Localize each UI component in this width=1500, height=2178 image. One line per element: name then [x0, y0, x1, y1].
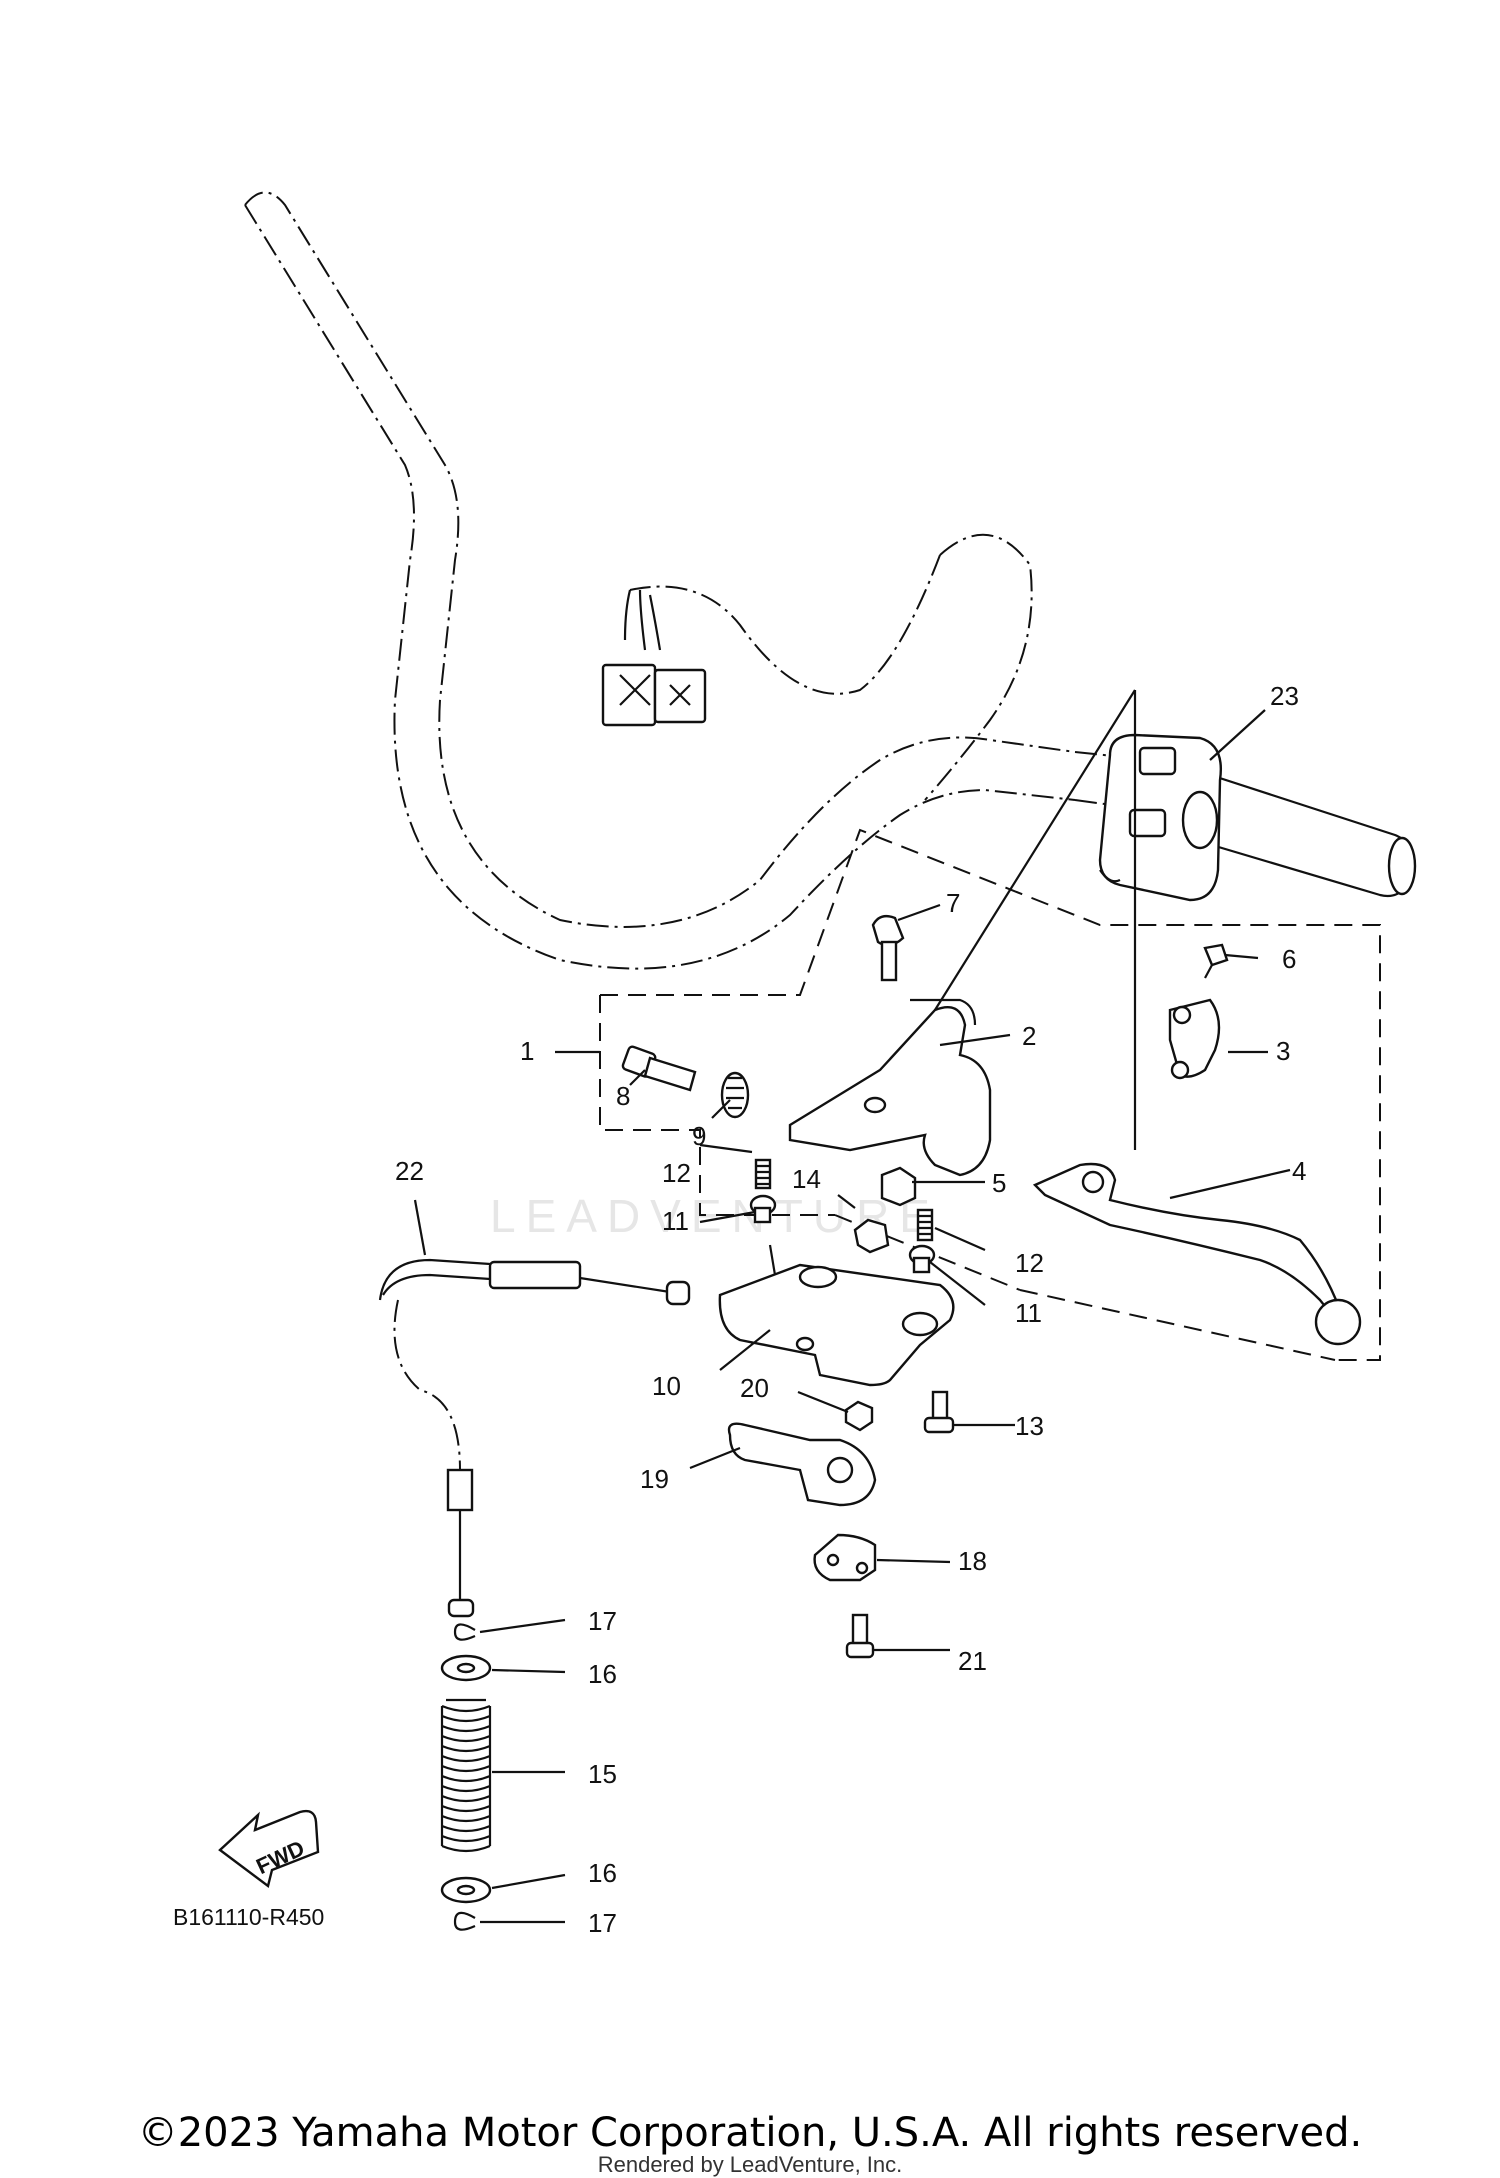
callout-16-lower: 16 — [588, 1858, 617, 1888]
assembly-guides — [599, 689, 1381, 1361]
part-10-holder-body — [718, 1263, 955, 1387]
callout-8: 8 — [616, 1081, 630, 1111]
callout-7: 7 — [946, 888, 960, 918]
part-23-switch-housing — [1098, 733, 1222, 902]
part-11-washer-upper — [749, 1194, 777, 1224]
part-20-nut — [844, 1400, 874, 1432]
callout-1: 1 — [520, 1036, 534, 1066]
callout-10: 10 — [652, 1371, 681, 1401]
part-14-plug — [853, 1218, 890, 1254]
callout-12-lower: 12 — [1015, 1248, 1044, 1278]
callout-23: 23 — [1270, 681, 1299, 711]
part-13-bolt — [923, 1390, 955, 1434]
part-15-spring — [440, 1698, 492, 1853]
part-9-adjuster-knob — [720, 1071, 750, 1119]
handlebar-grip — [1194, 768, 1417, 898]
callout-20: 20 — [740, 1373, 769, 1403]
part-11-washer-lower — [908, 1244, 936, 1274]
callout-21: 21 — [958, 1646, 987, 1676]
callout-4: 4 — [1292, 1156, 1306, 1186]
callout-2: 2 — [1022, 1021, 1036, 1051]
callout-17-lower: 17 — [588, 1908, 617, 1938]
part-16-washer-upper — [440, 1654, 492, 1682]
part-16-washer-lower — [440, 1876, 492, 1904]
part-17-circlip-lower — [453, 1911, 476, 1931]
part-7-pivot-bolt — [871, 914, 905, 982]
rendered-by-notice: Rendered by LeadVenture, Inc. — [597, 2152, 903, 2177]
callout-22: 22 — [395, 1156, 424, 1186]
part-12-spring-upper — [754, 1158, 772, 1190]
diagram-code: B161110-R450 — [173, 1904, 324, 1930]
copyright-notice: ©2023 Yamaha Motor Corporation, U.S.A. A… — [137, 2110, 1363, 2156]
callout-19: 19 — [640, 1464, 669, 1494]
callout-3: 3 — [1276, 1036, 1290, 1066]
part-17-circlip-upper — [453, 1623, 476, 1641]
fwd-arrow-icon: FWD — [218, 1809, 320, 1889]
callout-6: 6 — [1282, 944, 1296, 974]
callout-5: 5 — [992, 1168, 1006, 1198]
callout-11-upper: 11 — [662, 1206, 689, 1236]
callout-17-upper: 17 — [588, 1606, 617, 1636]
callout-14: 14 — [792, 1164, 821, 1194]
part-21-screw — [845, 1613, 875, 1659]
part-6-bolt — [1203, 943, 1229, 979]
callout-9: 9 — [692, 1121, 706, 1151]
callout-11-lower: 11 — [1015, 1298, 1042, 1328]
handlebar-outline — [244, 191, 1201, 970]
part-19-release-arm — [727, 1422, 877, 1507]
callout-16-upper: 16 — [588, 1659, 617, 1689]
part-2-lever-holder — [788, 998, 992, 1177]
part-3-clamp — [1168, 998, 1221, 1080]
callout-15: 15 — [588, 1759, 617, 1789]
callout-13: 13 — [1015, 1411, 1044, 1441]
callout-labels: 1 2 3 4 5 6 7 8 9 10 11 11 12 12 13 14 1… — [395, 681, 1306, 1938]
part-22-cable — [378, 1258, 691, 1618]
part-18-plate — [813, 1533, 877, 1582]
part-5-nut — [880, 1166, 917, 1207]
leader-lines — [413, 709, 1291, 1924]
callout-18: 18 — [958, 1546, 987, 1576]
part-12-spring-lower — [916, 1208, 934, 1242]
part-8-adjuster-bolt — [621, 1045, 697, 1092]
part-4-lever — [1032, 1162, 1362, 1346]
wire-connector — [601, 589, 707, 727]
callout-12-upper: 12 — [662, 1158, 691, 1188]
